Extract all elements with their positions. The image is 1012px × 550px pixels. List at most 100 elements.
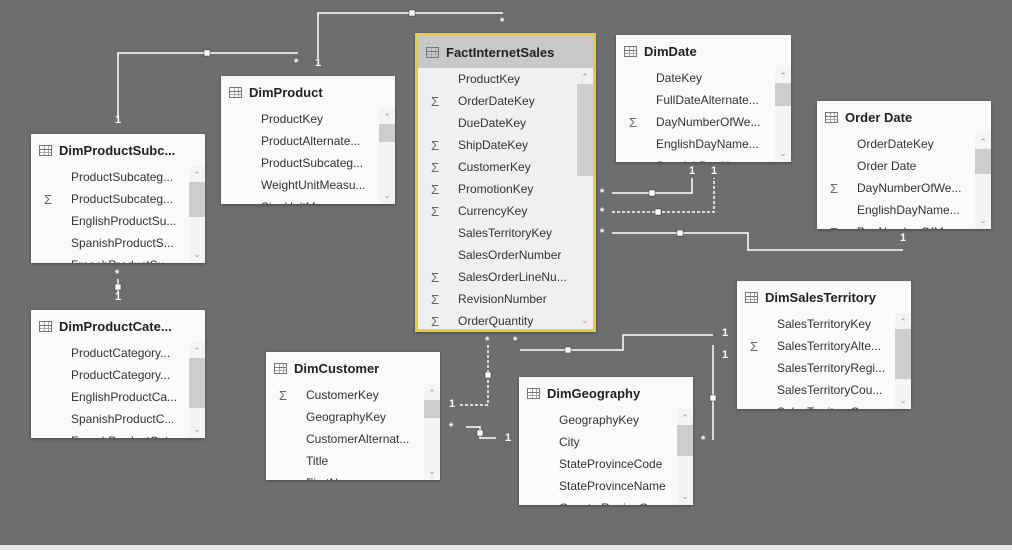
table-header[interactable]: DimSalesTerritory xyxy=(737,281,911,313)
column-item[interactable]: SalesTerritoryRegi... xyxy=(737,357,895,379)
chevron-down-icon[interactable]: ⌄ xyxy=(193,249,201,259)
column-item[interactable]: ProductKey xyxy=(221,108,379,130)
column-item[interactable]: SalesTerritoryKey xyxy=(418,222,577,244)
column-item[interactable]: ProductSubcateg... xyxy=(221,152,379,174)
chevron-down-icon[interactable]: ⌄ xyxy=(428,466,436,476)
column-item[interactable]: FrenchProductSu... xyxy=(31,254,189,263)
column-item[interactable]: SpanishProductS... xyxy=(31,232,189,254)
column-item[interactable]: FullDateAlternate... xyxy=(616,89,775,111)
chevron-down-icon[interactable]: ⌄ xyxy=(979,215,987,225)
horizontal-scrollbar[interactable] xyxy=(0,545,1012,550)
vertical-scrollbar[interactable]: ⌃⌄ xyxy=(895,313,911,409)
column-item[interactable]: SalesTerritoryGro... xyxy=(737,401,895,409)
scroll-thumb[interactable] xyxy=(424,400,440,418)
table-header[interactable]: DimGeography xyxy=(519,377,693,409)
chevron-down-icon[interactable]: ⌄ xyxy=(581,315,589,325)
vertical-scrollbar[interactable]: ⌃⌄ xyxy=(379,108,395,204)
column-item[interactable]: SalesOrderNumber xyxy=(418,244,577,266)
column-item[interactable]: WeightUnitMeasu... xyxy=(221,174,379,196)
column-item[interactable]: Order Date xyxy=(817,155,975,177)
scroll-thumb[interactable] xyxy=(975,149,991,174)
column-item[interactable]: ProductAlternate... xyxy=(221,130,379,152)
column-item[interactable]: CustomerAlternat... xyxy=(266,428,424,450)
scroll-thumb[interactable] xyxy=(895,329,911,379)
chevron-down-icon[interactable]: ⌄ xyxy=(383,190,391,200)
table-header[interactable]: DimProductSubc... xyxy=(31,134,205,166)
chevron-up-icon[interactable]: ⌃ xyxy=(581,72,589,82)
column-item[interactable]: StateProvinceCode xyxy=(519,453,677,475)
chevron-down-icon[interactable]: ⌄ xyxy=(193,424,201,434)
column-item[interactable]: GeographyKey xyxy=(519,409,677,431)
column-item[interactable]: City xyxy=(519,431,677,453)
column-item[interactable]: OrderDateKey xyxy=(817,133,975,155)
scroll-thumb[interactable] xyxy=(677,425,693,456)
vertical-scrollbar[interactable]: ⌃⌄ xyxy=(975,133,991,229)
chevron-up-icon[interactable]: ⌃ xyxy=(193,170,201,180)
vertical-scrollbar[interactable]: ⌃⌄ xyxy=(577,68,593,329)
vertical-scrollbar[interactable]: ⌃⌄ xyxy=(424,384,440,480)
column-item[interactable]: FrenchProductCat... xyxy=(31,430,189,438)
scroll-thumb[interactable] xyxy=(189,182,205,217)
vertical-scrollbar[interactable]: ⌃⌄ xyxy=(677,409,693,505)
column-item[interactable]: ΣDayNumberOfMo... xyxy=(817,221,975,230)
chevron-down-icon[interactable]: ⌄ xyxy=(899,395,907,405)
chevron-down-icon[interactable]: ⌄ xyxy=(681,491,689,501)
scroll-thumb[interactable] xyxy=(577,84,593,176)
column-item[interactable]: DueDateKey xyxy=(418,112,577,134)
chevron-up-icon[interactable]: ⌃ xyxy=(979,137,987,147)
column-item[interactable]: EnglishProductCa... xyxy=(31,386,189,408)
table-header[interactable]: DimProductCate... xyxy=(31,310,205,342)
scroll-thumb[interactable] xyxy=(775,83,791,106)
chevron-up-icon[interactable]: ⌃ xyxy=(779,71,787,81)
table-header[interactable]: DimProduct xyxy=(221,76,395,108)
column-item[interactable]: EnglishProductSu... xyxy=(31,210,189,232)
column-item[interactable]: SalesTerritoryKey xyxy=(737,313,895,335)
vertical-scrollbar[interactable]: ⌃⌄ xyxy=(775,67,791,162)
column-item[interactable]: ProductCategory... xyxy=(31,364,189,386)
column-item[interactable]: SpanishDayName... xyxy=(616,155,775,162)
column-item[interactable]: ProductKey xyxy=(418,68,577,90)
vertical-scrollbar[interactable]: ⌃⌄ xyxy=(189,166,205,263)
column-item[interactable]: SizeUnitMeasure... xyxy=(221,196,379,204)
chevron-up-icon[interactable]: ⌃ xyxy=(681,413,689,423)
column-item[interactable]: EnglishDayName... xyxy=(616,133,775,155)
column-item[interactable]: EnglishDayName... xyxy=(817,199,975,221)
chevron-down-icon[interactable]: ⌄ xyxy=(779,148,787,158)
vertical-scrollbar[interactable]: ⌃⌄ xyxy=(189,342,205,438)
chevron-up-icon[interactable]: ⌃ xyxy=(899,317,907,327)
column-item[interactable]: FirstName xyxy=(266,472,424,480)
table-header[interactable]: Order Date xyxy=(817,101,991,133)
chevron-up-icon[interactable]: ⌃ xyxy=(383,112,391,122)
chevron-up-icon[interactable]: ⌃ xyxy=(428,388,436,398)
scroll-thumb[interactable] xyxy=(379,124,395,142)
column-item[interactable]: SalesTerritoryCou... xyxy=(737,379,895,401)
table-header[interactable]: DimDate xyxy=(616,35,791,67)
scroll-thumb[interactable] xyxy=(189,358,205,408)
column-item[interactable]: Title xyxy=(266,450,424,472)
column-item[interactable]: StateProvinceName xyxy=(519,475,677,497)
column-item[interactable]: ProductCategory... xyxy=(31,342,189,364)
table-card[interactable]: DimProductCate...ProductCategory...Produ… xyxy=(31,310,205,438)
column-item[interactable]: DateKey xyxy=(616,67,775,89)
